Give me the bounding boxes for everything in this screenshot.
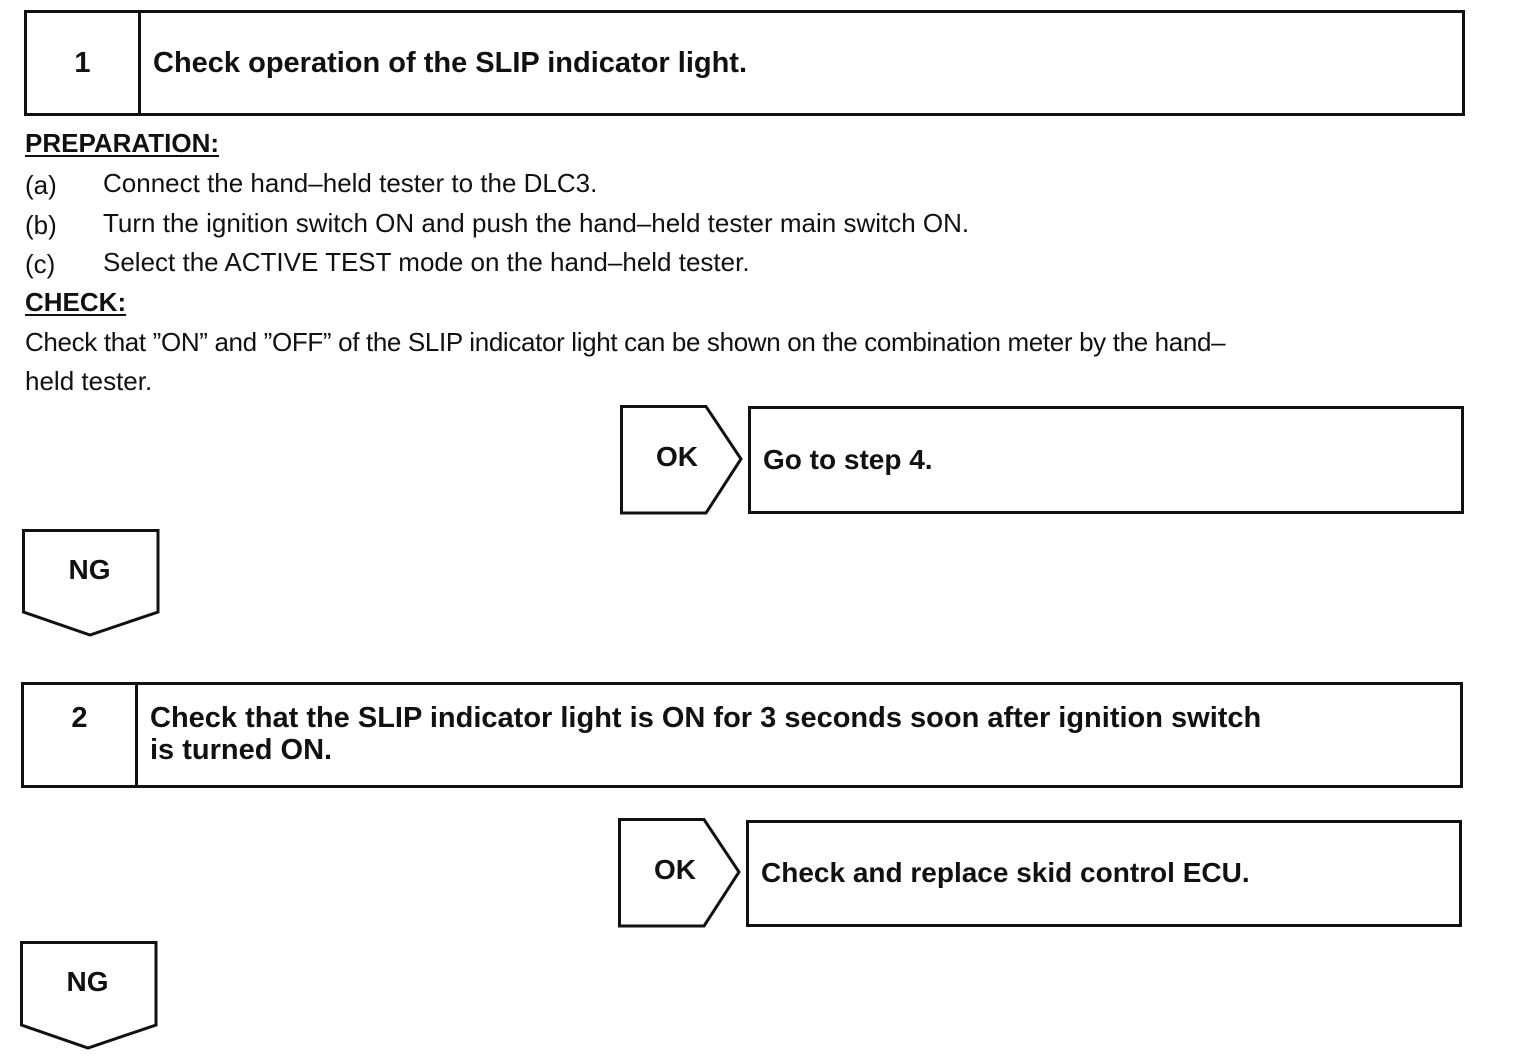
check-text-line-1: Check that ”ON” and ”OFF” of the SLIP in… [25, 327, 1226, 357]
step-2-title-line-2: is turned ON. [150, 734, 333, 766]
step-2-box: 2 Check that the SLIP indicator light is… [21, 682, 1463, 788]
ng-tag-2-label: NG [66, 966, 109, 997]
prep-item-c-label: (c) [25, 249, 56, 279]
ok-result-2-action: Check and replace skid control ECU. [761, 857, 1250, 888]
ok-tag-1-shape [620, 405, 743, 515]
step-2-title-line-1: Check that the SLIP indicator light is O… [150, 702, 1262, 734]
prep-item-a-label: (a) [25, 170, 57, 200]
ok-tag-2-shape [618, 818, 741, 928]
preparation-heading: PREPARATION: [25, 128, 220, 158]
prep-item-b-label: (b) [25, 210, 57, 240]
step-2-number: 2 [24, 685, 138, 785]
ok-tag-2-label: OK [654, 854, 696, 885]
check-heading: CHECK: [25, 287, 127, 317]
prep-item-a-text: Connect the hand–held tester to the DLC3… [103, 168, 598, 198]
ok-result-1-action: Go to step 4. [763, 444, 933, 475]
step-1-number: 1 [27, 13, 141, 113]
ok-tag-1-label: OK [656, 441, 698, 472]
prep-item-c-text: Select the ACTIVE TEST mode on the hand–… [103, 247, 750, 277]
step-1-box: 1 Check operation of the SLIP indicator … [24, 10, 1465, 116]
ng-tag-1-shape [22, 529, 160, 637]
ok-result-2-box [746, 820, 1462, 927]
check-text-line-2: held tester. [25, 366, 153, 396]
ok-result-1-box [748, 406, 1464, 514]
prep-item-b-text: Turn the ignition switch ON and push the… [103, 208, 970, 238]
ng-tag-1-label: NG [68, 554, 111, 585]
ng-tag-2-shape [20, 941, 158, 1050]
step-1-title: Check operation of the SLIP indicator li… [153, 47, 748, 79]
